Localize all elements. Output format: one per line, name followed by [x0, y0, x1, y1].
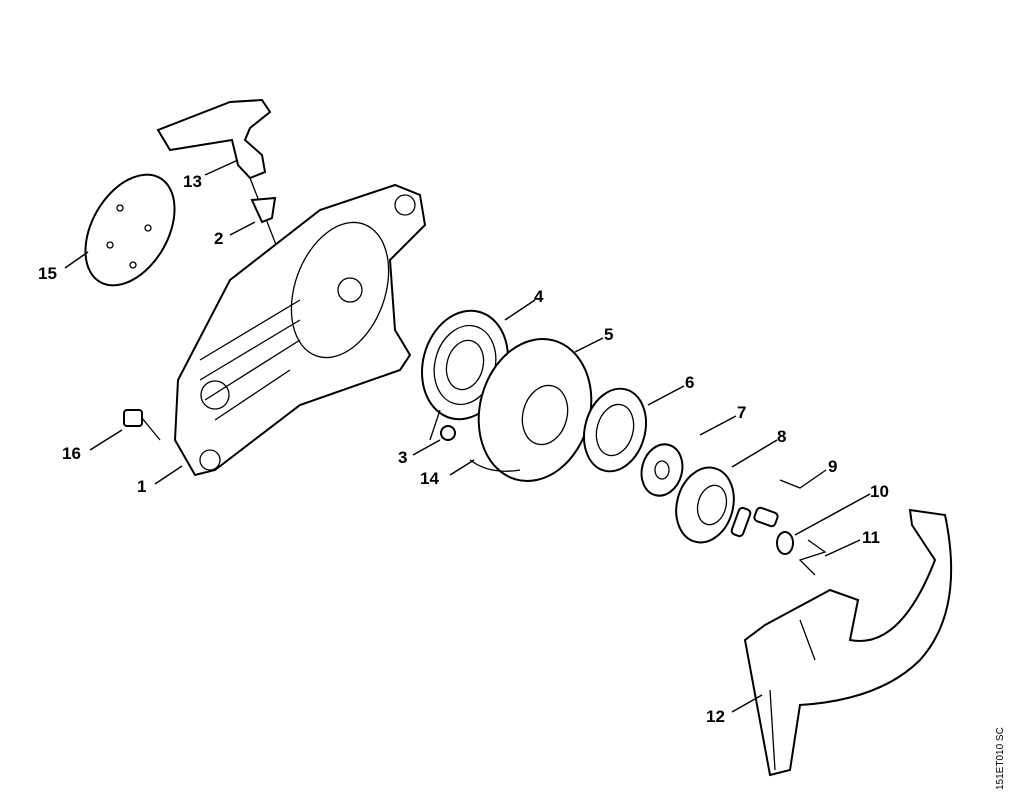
part-12-guard-plate: [743, 508, 953, 777]
callout-2: 2: [214, 229, 223, 248]
callout-13: 13: [183, 172, 202, 191]
leader-lines: [64, 159, 871, 713]
callout-6: 6: [685, 373, 694, 392]
part-16-screw: [123, 409, 161, 441]
part-2-rope-guide-bushing: [250, 196, 277, 224]
callout-12: 12: [706, 707, 725, 726]
callout-14: 14: [420, 469, 439, 488]
callout-5: 5: [604, 325, 613, 344]
part-6-spring: [583, 387, 647, 473]
callout-16: 16: [62, 444, 81, 463]
callout-11: 11: [862, 528, 880, 547]
callout-3: 3: [398, 448, 407, 467]
drawing-code: 151ET010 SC: [995, 727, 1006, 790]
part-10-washer: [776, 531, 794, 555]
callout-1: 1: [137, 477, 146, 496]
part-9-pawl-set: [730, 506, 779, 538]
part-8-carrier: [675, 466, 735, 544]
part-13-starter-grip: [156, 98, 281, 256]
part-1-fan-housing: [173, 183, 427, 477]
callout-8: 8: [777, 427, 786, 446]
callout-10: 10: [870, 482, 889, 501]
callout-7: 7: [737, 403, 746, 422]
callout-9: 9: [828, 457, 837, 476]
callout-15: 15: [38, 264, 57, 283]
part-11-spring-clip: [798, 539, 827, 576]
part-7-washer: [640, 443, 684, 497]
part-15-cover-plate: [84, 173, 176, 287]
callout-4: 4: [534, 287, 544, 306]
part-3-screw: [440, 425, 456, 441]
